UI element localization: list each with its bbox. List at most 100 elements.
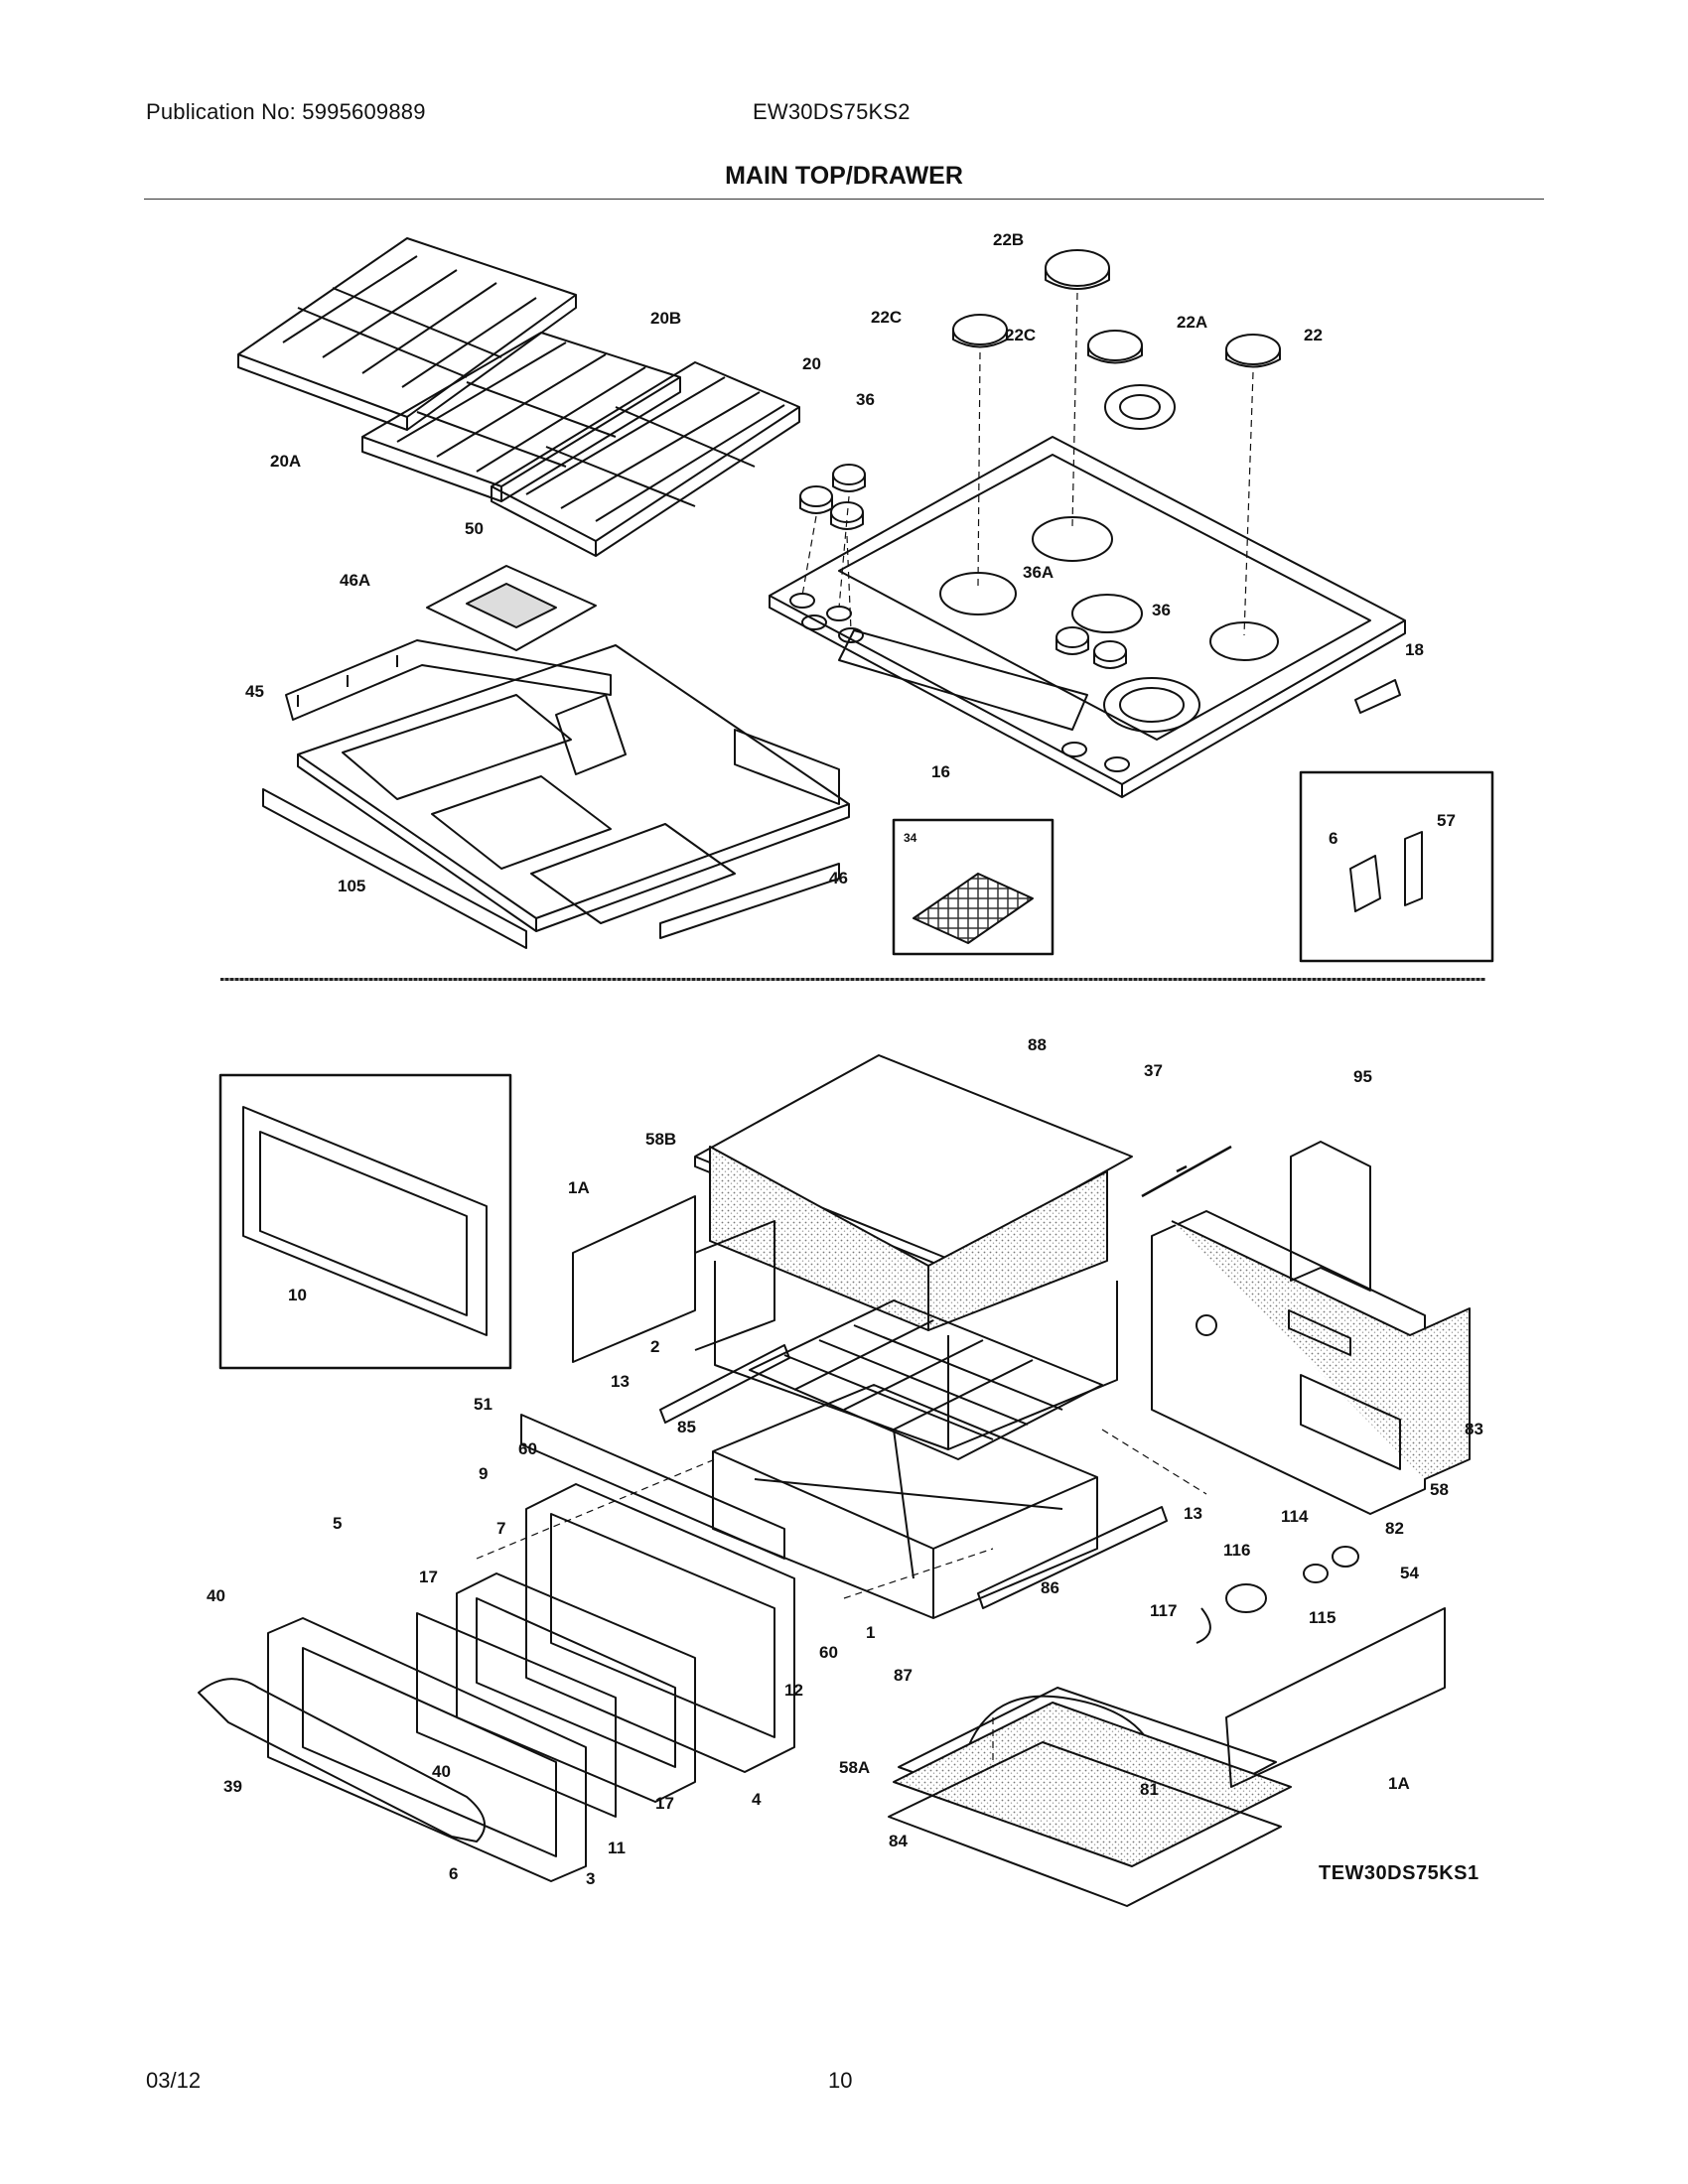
alignment-lines <box>801 292 1254 636</box>
callout-34: 34 <box>904 831 917 845</box>
callout-105: 105 <box>338 877 365 895</box>
burner-box-45 <box>262 644 850 949</box>
callout-36a: 36A <box>1023 563 1054 582</box>
callout-18: 18 <box>1405 640 1424 659</box>
callout-51: 51 <box>474 1395 492 1414</box>
part-37 <box>1141 1145 1232 1198</box>
callout-7: 7 <box>496 1519 505 1538</box>
grid-part-34 <box>913 873 1034 944</box>
model-number: EW30DS75KS2 <box>753 99 911 124</box>
drawer-pan-1 <box>712 1384 1098 1619</box>
callout-54: 54 <box>1400 1564 1419 1582</box>
callout-40-mid: 40 <box>432 1762 451 1781</box>
callout-20a: 20A <box>270 452 301 471</box>
callout-20: 20 <box>802 354 821 373</box>
callout-11: 11 <box>608 1839 626 1857</box>
callout-17-top: 17 <box>419 1568 438 1586</box>
lamp-assembly <box>1196 1546 1359 1644</box>
callouts-bottom: 88 37 95 58B 1A 10 2 13 85 51 60 9 83 58… <box>207 1035 1483 1888</box>
callout-115: 115 <box>1309 1608 1336 1627</box>
callout-1: 1 <box>866 1623 875 1642</box>
callout-22: 22 <box>1304 326 1323 344</box>
side-panel-1a-left <box>572 1195 696 1363</box>
callout-57: 57 <box>1437 811 1456 830</box>
callout-85: 85 <box>677 1418 696 1436</box>
callout-6-top: 6 <box>1329 829 1337 848</box>
callout-50: 50 <box>465 519 484 538</box>
footer-date: 03/12 <box>146 2068 202 2093</box>
callout-22c-a: 22C <box>871 308 902 327</box>
drawer-door-5 <box>267 1617 587 1882</box>
callout-9: 9 <box>479 1464 488 1483</box>
callout-39: 39 <box>223 1777 242 1796</box>
panel-95 <box>1290 1141 1371 1292</box>
callout-117: 117 <box>1150 1601 1177 1620</box>
callout-116: 116 <box>1223 1541 1250 1560</box>
page-title: MAIN TOP/DRAWER <box>725 162 963 190</box>
callout-13-left: 13 <box>611 1372 630 1391</box>
main-top-16 <box>769 436 1406 798</box>
callout-114: 114 <box>1281 1507 1309 1526</box>
header-rule <box>144 199 1544 200</box>
slide-13-left <box>659 1344 790 1424</box>
callout-60-top: 60 <box>518 1439 537 1458</box>
callout-22a: 22A <box>1177 313 1207 332</box>
glass-17 <box>416 1612 617 1818</box>
callout-6-bottom: 6 <box>449 1864 458 1883</box>
inset-box-6-57 <box>1299 770 1494 963</box>
knobs-36 <box>799 464 1127 669</box>
callouts-top: 22B 22C 22C 22A 22 20B 20 20A 36 50 46A … <box>245 230 1456 895</box>
callout-40-left: 40 <box>207 1586 225 1605</box>
callout-58: 58 <box>1430 1480 1449 1499</box>
diagram-reference-code: TEW30DS75KS1 <box>1319 1862 1479 1884</box>
callout-95: 95 <box>1353 1067 1372 1086</box>
callout-17-bottom: 17 <box>655 1794 674 1813</box>
callout-58a: 58A <box>839 1758 870 1777</box>
callout-20b: 20B <box>650 309 681 328</box>
section-divider <box>220 978 1485 981</box>
burner-caps <box>952 249 1281 430</box>
inset-box-34 <box>892 818 1055 956</box>
page-number: 10 <box>828 2068 853 2093</box>
publication-number: Publication No: 5995609889 <box>146 99 426 124</box>
callout-81: 81 <box>1140 1780 1159 1799</box>
callout-22c-b: 22C <box>1005 326 1036 344</box>
part-6-top <box>1349 855 1381 912</box>
part-18 <box>1354 679 1401 714</box>
inset-box-10 <box>218 1073 512 1370</box>
callout-45: 45 <box>245 682 264 701</box>
callout-1a-right: 1A <box>1388 1774 1410 1793</box>
slide-13-right <box>977 1506 1168 1609</box>
bottom-panel-84 <box>888 1741 1282 1907</box>
callout-3: 3 <box>586 1869 595 1888</box>
callout-58b: 58B <box>645 1130 676 1149</box>
callout-5: 5 <box>333 1514 342 1533</box>
part-50 <box>426 565 597 651</box>
callout-36-top: 36 <box>856 390 875 409</box>
callout-84: 84 <box>889 1832 908 1850</box>
grate-20b <box>361 332 681 502</box>
callout-4: 4 <box>752 1790 762 1809</box>
callout-16: 16 <box>931 762 950 781</box>
grate-20a <box>237 237 577 431</box>
frame-9 <box>525 1483 795 1773</box>
callout-88: 88 <box>1028 1035 1047 1054</box>
callout-46a: 46A <box>340 571 370 590</box>
rack-85 <box>749 1299 1103 1460</box>
callout-86: 86 <box>1041 1578 1059 1597</box>
callout-87: 87 <box>894 1666 913 1685</box>
callout-10: 10 <box>288 1286 307 1304</box>
callout-1a-left: 1A <box>568 1178 590 1197</box>
side-panel-1a-right <box>1225 1607 1446 1788</box>
callout-12: 12 <box>784 1681 803 1700</box>
handle-39 <box>198 1678 486 1843</box>
callout-82: 82 <box>1385 1519 1404 1538</box>
bracket-51 <box>520 1414 785 1560</box>
part-57 <box>1404 831 1423 906</box>
grate-20 <box>491 361 800 557</box>
back-panels <box>1151 1210 1471 1515</box>
callout-37: 37 <box>1144 1061 1163 1080</box>
callout-60-bottom: 60 <box>819 1643 838 1662</box>
